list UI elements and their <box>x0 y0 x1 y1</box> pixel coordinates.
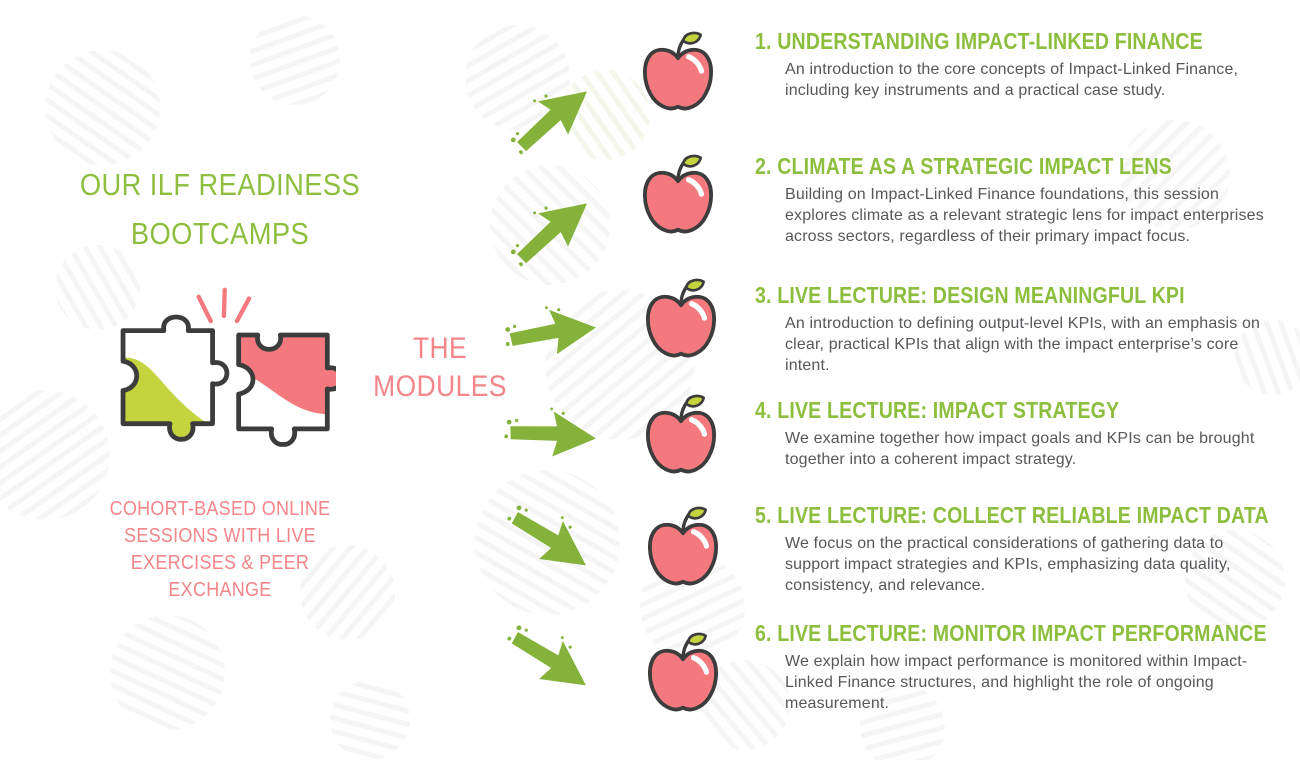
puzzle-pieces-icon <box>120 287 336 447</box>
brush-arrow-icon <box>495 63 610 173</box>
bootcamp-caption: COHORT-BASED ONLINE SESSIONS WITH LIVE E… <box>58 496 382 604</box>
brush-arrow-icon <box>493 486 608 594</box>
module-description: An introduction to the core concepts of … <box>785 61 1239 99</box>
apple-icon <box>640 154 716 241</box>
background-scribble <box>330 680 410 760</box>
module-title: 1. UNDERSTANDING IMPACT-LINKED FINANCE <box>755 28 1203 54</box>
page-title: OUR ILF READINESS BOOTCAMPS <box>62 160 379 258</box>
brush-arrow-icon <box>502 295 604 369</box>
module-title: 4. LIVE LECTURE: IMPACT STRATEGY <box>755 397 1120 423</box>
module-number: 2. <box>755 153 772 179</box>
background-scribble <box>250 15 340 105</box>
caption-line4: EXCHANGE <box>168 579 272 601</box>
brush-arrow-icon <box>502 397 604 471</box>
module-number: 6. <box>755 620 772 646</box>
module-title: 3. LIVE LECTURE: DESIGN MEANINGFUL KPI <box>755 282 1185 308</box>
module-number: 4. <box>755 397 772 423</box>
module-description: We focus on the practical considerations… <box>785 535 1231 594</box>
apple-icon <box>640 31 716 118</box>
module-item-4: 4. LIVE LECTURE: IMPACT STRATEGY We exam… <box>755 397 1292 470</box>
module-title: 2. CLIMATE AS A STRATEGIC IMPACT LENS <box>755 153 1172 179</box>
module-item-5: 5. LIVE LECTURE: COLLECT RELIABLE IMPACT… <box>755 502 1292 596</box>
module-item-1: 1. UNDERSTANDING IMPACT-LINKED FINANCE A… <box>755 28 1292 101</box>
apple-icon <box>643 278 719 365</box>
modules-label-line2: MODULES <box>373 370 507 403</box>
apple-icon <box>645 506 721 593</box>
brush-arrow-icon <box>493 606 608 714</box>
page-title-line2: BOOTCAMPS <box>130 216 310 251</box>
background-scribble <box>110 615 225 730</box>
module-number: 5. <box>755 502 772 528</box>
module-title: 5. LIVE LECTURE: COLLECT RELIABLE IMPACT… <box>755 502 1269 528</box>
apple-icon <box>643 394 719 481</box>
modules-label: THE MODULES <box>361 330 519 406</box>
spark-lines-icon <box>196 287 252 324</box>
module-description: An introduction to defining output-level… <box>785 315 1261 374</box>
caption-line3: EXERCISES & PEER <box>130 552 310 574</box>
background-scribble <box>45 50 160 165</box>
module-description: We explain how impact performance is mon… <box>785 653 1248 712</box>
apple-icon <box>645 632 721 719</box>
modules-label-line1: THE <box>412 332 468 365</box>
module-description: Building on Impact-Linked Finance founda… <box>785 186 1264 245</box>
module-item-6: 6. LIVE LECTURE: MONITOR IMPACT PERFORMA… <box>755 620 1292 714</box>
caption-line1: COHORT-BASED ONLINE <box>109 498 331 520</box>
module-title: 6. LIVE LECTURE: MONITOR IMPACT PERFORMA… <box>755 620 1267 646</box>
module-item-2: 2. CLIMATE AS A STRATEGIC IMPACT LENS Bu… <box>755 153 1292 247</box>
module-number: 1. <box>755 28 772 54</box>
caption-line2: SESSIONS WITH LIVE <box>124 525 316 547</box>
page-title-line1: OUR ILF READINESS <box>79 167 361 202</box>
module-item-3: 3. LIVE LECTURE: DESIGN MEANINGFUL KPI A… <box>755 282 1292 376</box>
brush-arrow-icon <box>495 175 610 285</box>
module-number: 3. <box>755 282 772 308</box>
module-description: We examine together how impact goals and… <box>785 430 1255 468</box>
